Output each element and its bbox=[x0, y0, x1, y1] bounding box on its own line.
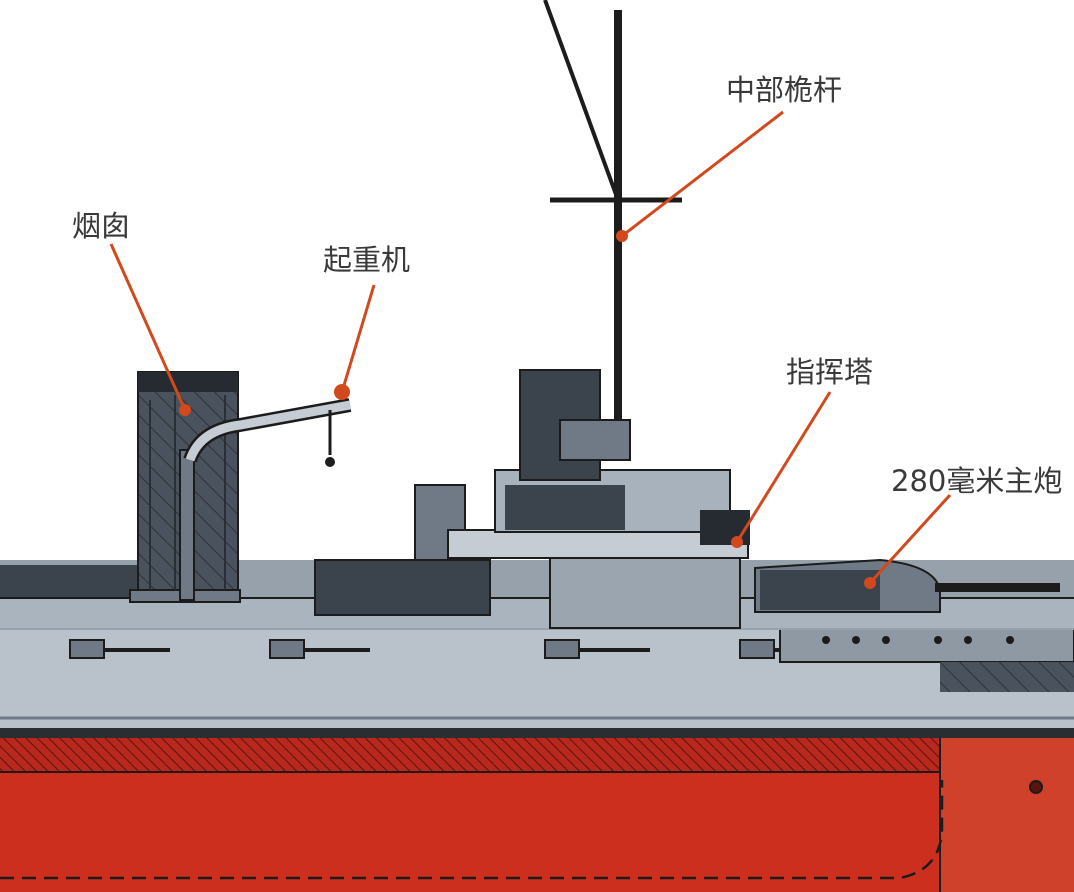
hull bbox=[0, 728, 1074, 892]
label-crane: 起重机 bbox=[323, 243, 410, 277]
label-main-gun: 280毫米主炮 bbox=[891, 464, 1062, 498]
label-funnel: 烟囱 bbox=[72, 209, 130, 243]
leader-crane bbox=[342, 285, 374, 392]
main-deck-belt bbox=[0, 626, 1074, 728]
hull-bow-section bbox=[940, 738, 1074, 892]
label-conning-tower: 指挥塔 bbox=[786, 355, 873, 389]
bow-porthole bbox=[1030, 781, 1042, 793]
leader-conning-tower bbox=[737, 392, 830, 542]
leader-mainmast bbox=[622, 112, 783, 236]
label-mainmast: 中部桅杆 bbox=[726, 73, 842, 107]
mainmast bbox=[545, 0, 682, 420]
hull-boot-topping-hatch bbox=[0, 738, 940, 772]
